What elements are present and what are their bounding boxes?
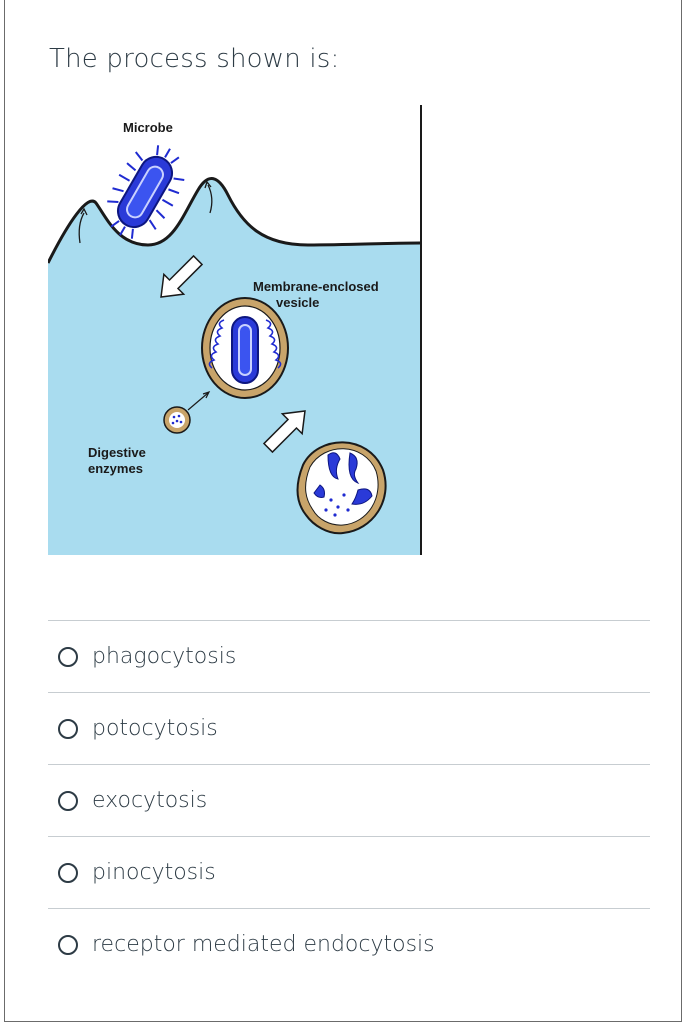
answer-option-receptor-mediated-endocytosis[interactable]: receptor mediated endocytosis [48, 908, 650, 980]
question-card: The process shown is: Microbe [4, 0, 682, 1022]
radio-button[interactable] [58, 790, 78, 811]
microbe-icon [107, 145, 185, 239]
label-enzymes-1: Digestive [88, 445, 146, 460]
lysosome-icon [163, 390, 211, 434]
label-enzymes-2: enzymes [88, 461, 143, 476]
radio-button[interactable] [58, 646, 78, 667]
answer-option-pinocytosis[interactable]: pinocytosis [48, 836, 650, 908]
question-text: The process shown is: [49, 44, 340, 74]
answer-option-exocytosis[interactable]: exocytosis [48, 764, 650, 836]
label-vesicle-2: vesicle [276, 295, 319, 310]
radio-button[interactable] [58, 934, 78, 955]
answer-list: phagocytosis potocytosis exocytosis pino… [48, 620, 650, 980]
arrow-engulf-icon [160, 254, 204, 298]
pseudopod-arrow-right [207, 184, 213, 214]
answer-label: phagocytosis [92, 644, 237, 669]
vesicle-icon [201, 297, 289, 399]
label-microbe: Microbe [123, 120, 173, 135]
phagocytosis-diagram: Microbe Membrane-enclosed [48, 105, 423, 555]
answer-label: pinocytosis [92, 860, 216, 885]
answer-label: receptor mediated endocytosis [92, 932, 435, 957]
radio-button[interactable] [58, 862, 78, 883]
radio-button[interactable] [58, 718, 78, 739]
arrow-digest-icon [262, 410, 306, 454]
answer-option-phagocytosis[interactable]: phagocytosis [48, 620, 650, 692]
answer-label: potocytosis [92, 716, 218, 741]
answer-label: exocytosis [92, 788, 208, 813]
label-vesicle-1: Membrane-enclosed [253, 279, 379, 294]
cell-membrane [48, 177, 421, 264]
answer-option-potocytosis[interactable]: potocytosis [48, 692, 650, 764]
pseudopod-arrow-left [78, 212, 85, 244]
digestion-vesicle-icon [296, 441, 387, 535]
